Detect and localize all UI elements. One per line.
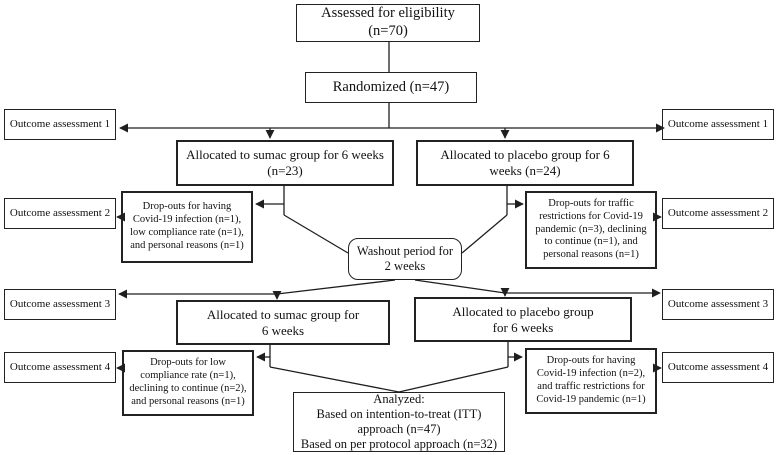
node-outcome-assessment-1-right: Outcome assessment 1 bbox=[662, 109, 774, 140]
node-allocated-placebo-period1: Allocated to placebo group for 6 weeks (… bbox=[416, 140, 634, 186]
node-dropouts-placebo-period1: Drop-outs for traffic restrictions for C… bbox=[525, 191, 657, 269]
node-dropouts-placebo-period2: Drop-outs for having Covid-19 infection … bbox=[525, 348, 657, 414]
node-randomized: Randomized (n=47) bbox=[305, 72, 477, 103]
node-washout-period: Washout period for 2 weeks bbox=[348, 238, 462, 280]
node-outcome-assessment-3-left: Outcome assessment 3 bbox=[4, 289, 116, 320]
node-assessed-eligibility: Assessed for eligibility (n=70) bbox=[296, 4, 480, 42]
node-allocated-placebo-period2: Allocated to placebo group for 6 weeks bbox=[414, 297, 632, 342]
node-outcome-assessment-4-right: Outcome assessment 4 bbox=[662, 352, 774, 383]
node-outcome-assessment-2-right: Outcome assessment 2 bbox=[662, 198, 774, 229]
node-analyzed: Analyzed: Based on intention-to-treat (I… bbox=[293, 392, 505, 452]
node-outcome-assessment-3-right: Outcome assessment 3 bbox=[662, 289, 774, 320]
node-outcome-assessment-4-left: Outcome assessment 4 bbox=[4, 352, 116, 383]
node-allocated-sumac-period2: Allocated to sumac group for 6 weeks bbox=[176, 300, 390, 345]
node-allocated-sumac-period1: Allocated to sumac group for 6 weeks (n=… bbox=[176, 140, 394, 186]
node-dropouts-sumac-period1: Drop-outs for having Covid-19 infection … bbox=[121, 191, 253, 263]
node-outcome-assessment-2-left: Outcome assessment 2 bbox=[4, 198, 116, 229]
node-dropouts-sumac-period2: Drop-outs for low compliance rate (n=1),… bbox=[122, 350, 254, 416]
node-outcome-assessment-1-left: Outcome assessment 1 bbox=[4, 109, 116, 140]
